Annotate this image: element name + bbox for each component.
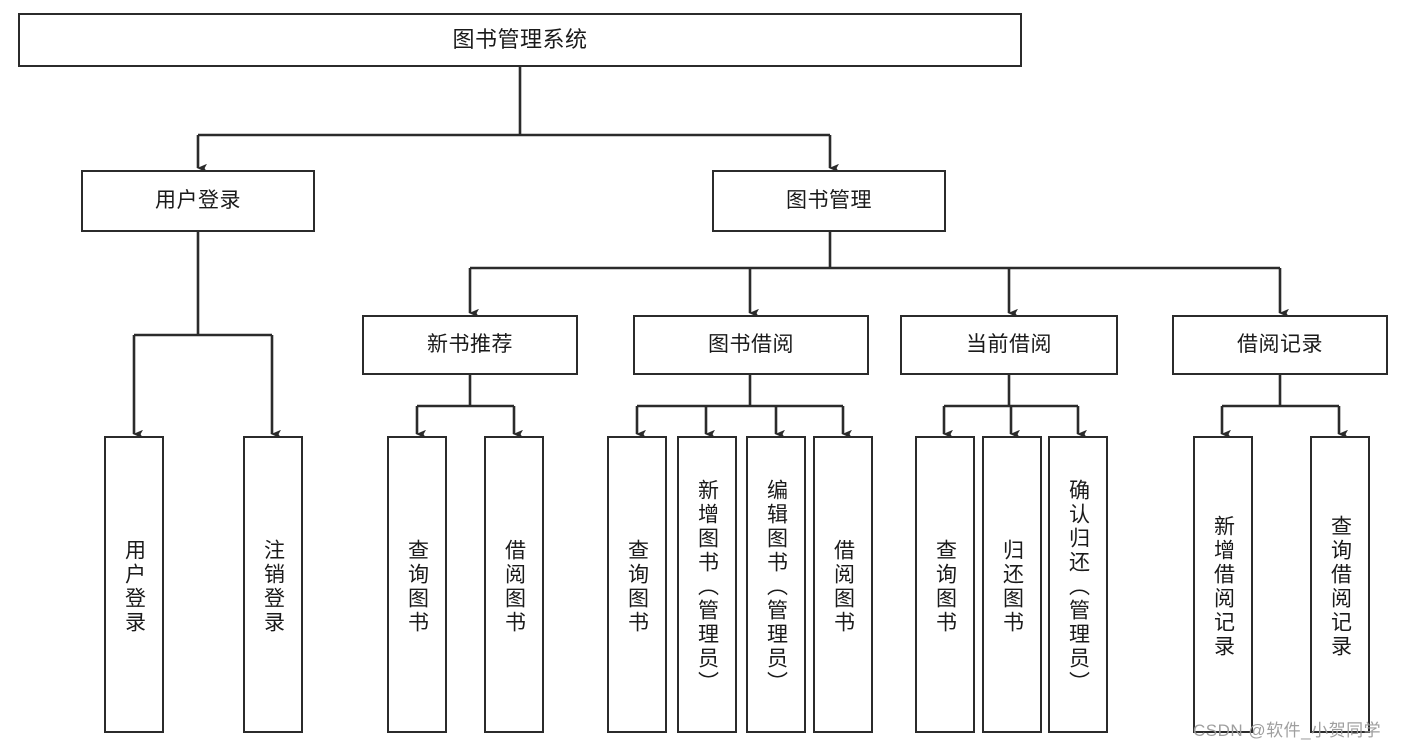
node-leaf-query-book-3-label: 查询图书 <box>933 538 957 635</box>
node-borrow-record[interactable]: 借阅记录 <box>1172 315 1388 375</box>
node-leaf-user-login-label: 用户登录 <box>122 538 146 635</box>
node-leaf-confirm-return-label: 确认归还（管理员） <box>1066 478 1090 695</box>
node-new-book-recommend-label: 新书推荐 <box>427 333 513 357</box>
node-user-login-label: 用户登录 <box>155 189 241 213</box>
node-leaf-add-record-label: 新增借阅记录 <box>1211 514 1235 659</box>
node-leaf-query-book-1[interactable]: 查询图书 <box>387 436 447 733</box>
node-root-label: 图书管理系统 <box>452 26 588 52</box>
node-root-book-management-system[interactable]: 图书管理系统 <box>18 13 1022 67</box>
node-leaf-query-record-label: 查询借阅记录 <box>1328 514 1352 659</box>
node-leaf-confirm-return[interactable]: 确认归还（管理员） <box>1048 436 1108 733</box>
node-borrow-record-label: 借阅记录 <box>1237 333 1323 357</box>
node-leaf-borrow-book-1[interactable]: 借阅图书 <box>484 436 544 733</box>
node-leaf-edit-book[interactable]: 编辑图书（管理员） <box>746 436 806 733</box>
node-book-manage-label: 图书管理 <box>786 189 872 213</box>
node-leaf-query-book-2[interactable]: 查询图书 <box>607 436 667 733</box>
node-leaf-query-book-3[interactable]: 查询图书 <box>915 436 975 733</box>
node-user-login[interactable]: 用户登录 <box>81 170 315 232</box>
node-leaf-query-book-1-label: 查询图书 <box>405 538 429 635</box>
node-leaf-user-login[interactable]: 用户登录 <box>104 436 164 733</box>
node-leaf-borrow-book-2[interactable]: 借阅图书 <box>813 436 873 733</box>
node-leaf-return-book-label: 归还图书 <box>1000 538 1024 635</box>
node-leaf-borrow-book-1-label: 借阅图书 <box>502 538 526 635</box>
node-leaf-logout-login[interactable]: 注销登录 <box>243 436 303 733</box>
node-book-borrow[interactable]: 图书借阅 <box>633 315 869 375</box>
node-leaf-return-book[interactable]: 归还图书 <box>982 436 1042 733</box>
node-leaf-logout-login-label: 注销登录 <box>261 538 285 635</box>
node-current-borrow[interactable]: 当前借阅 <box>900 315 1118 375</box>
node-leaf-add-book[interactable]: 新增图书（管理员） <box>677 436 737 733</box>
node-book-manage[interactable]: 图书管理 <box>712 170 946 232</box>
node-new-book-recommend[interactable]: 新书推荐 <box>362 315 578 375</box>
node-leaf-query-record[interactable]: 查询借阅记录 <box>1310 436 1370 733</box>
node-current-borrow-label: 当前借阅 <box>966 333 1052 357</box>
node-book-borrow-label: 图书借阅 <box>708 333 794 357</box>
node-leaf-add-record[interactable]: 新增借阅记录 <box>1193 436 1253 733</box>
csdn-watermark: CSDN @软件_小贺同学 <box>1193 721 1382 740</box>
node-leaf-add-book-label: 新增图书（管理员） <box>695 478 719 695</box>
node-leaf-query-book-2-label: 查询图书 <box>625 538 649 635</box>
node-leaf-edit-book-label: 编辑图书（管理员） <box>764 478 788 695</box>
node-leaf-borrow-book-2-label: 借阅图书 <box>831 538 855 635</box>
